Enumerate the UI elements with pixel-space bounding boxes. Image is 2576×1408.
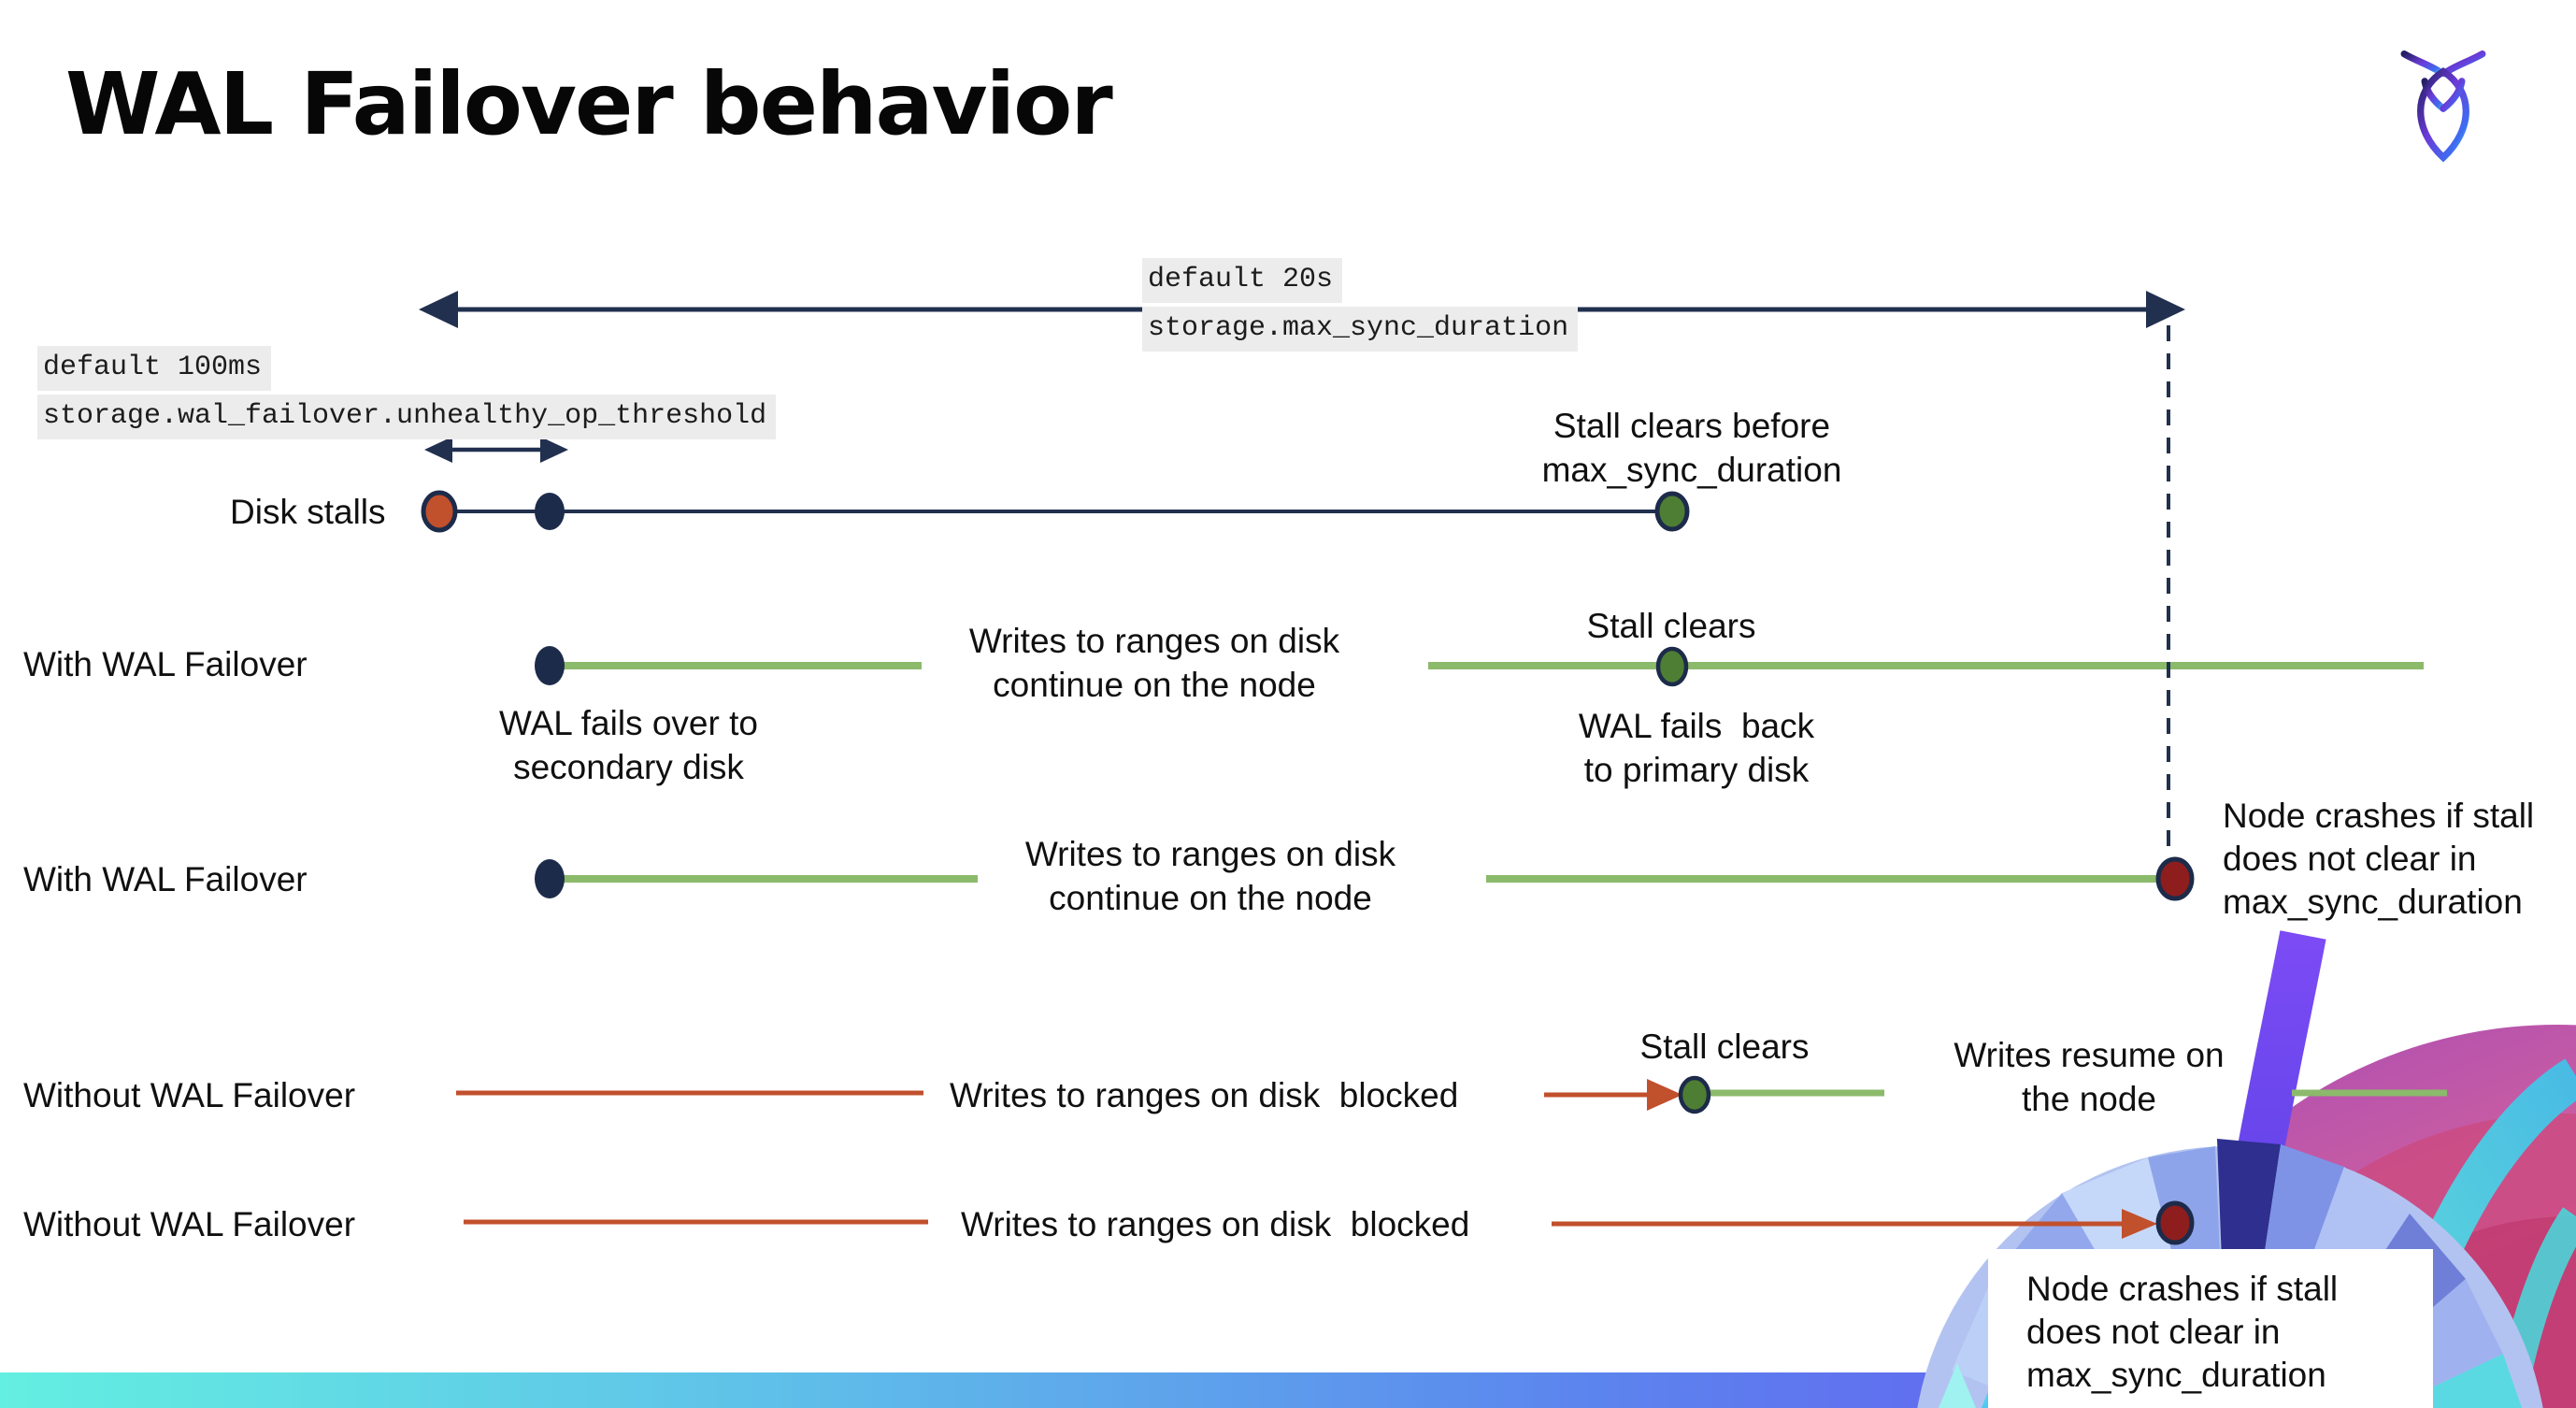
callout-writes-blocked-2: Writes to ranges on disk blocked	[961, 1205, 1470, 1243]
page-title: WAL Failover behavior	[65, 54, 1113, 154]
callout-writes-blocked-1: Writes to ranges on disk blocked	[950, 1076, 1459, 1114]
callout-writes-continue-2: Writes to ranges on disk continue on the…	[1024, 835, 1396, 917]
callout-wal-fails-over: WAL fails over to secondary disk	[499, 704, 758, 786]
max-sync-setting-name: storage.max_sync_duration	[1142, 307, 1579, 352]
callout-wal-fails-back: WAL fails back to primary disk	[1578, 707, 1815, 789]
row-label-disk-stalls: Disk stalls	[230, 493, 386, 531]
unhealthy-op-setting-name: storage.wal_failover.unhealthy_op_thresh…	[37, 395, 777, 439]
row-label-without-wal-failover-1: Without WAL Failover	[23, 1076, 356, 1114]
max-sync-default-value: default 20s	[1142, 258, 1343, 303]
callout-writes-continue-1: Writes to ranges on disk continue on the…	[968, 622, 1340, 704]
callout-stall-clears-before: Stall clears before max_sync_duration	[1541, 407, 1842, 489]
row-label-with-wal-failover-2: With WAL Failover	[23, 860, 308, 898]
unhealthy-op-default-value: default 100ms	[37, 346, 272, 391]
max-sync-duration-label: default 20s storage.max_sync_duration	[1142, 258, 1579, 352]
callout-stall-clears-2: Stall clears	[1639, 1027, 1810, 1066]
callout-node-crashes-2: Node crashes if stall does not clear in …	[2026, 1270, 2339, 1394]
callout-node-crashes-1: Node crashes if stall does not clear in …	[2223, 797, 2535, 921]
callout-writes-resume: Writes resume on the node	[1953, 1036, 2225, 1118]
row-label-without-wal-failover-2: Without WAL Failover	[23, 1205, 356, 1243]
callout-stall-clears-1: Stall clears	[1586, 607, 1756, 645]
row-label-with-wal-failover-1: With WAL Failover	[23, 645, 308, 683]
crash-caption-box	[1988, 1249, 2433, 1408]
unhealthy-op-threshold-label: default 100ms storage.wal_failover.unhea…	[37, 346, 777, 439]
cockroachdb-logo-icon	[2400, 47, 2486, 163]
